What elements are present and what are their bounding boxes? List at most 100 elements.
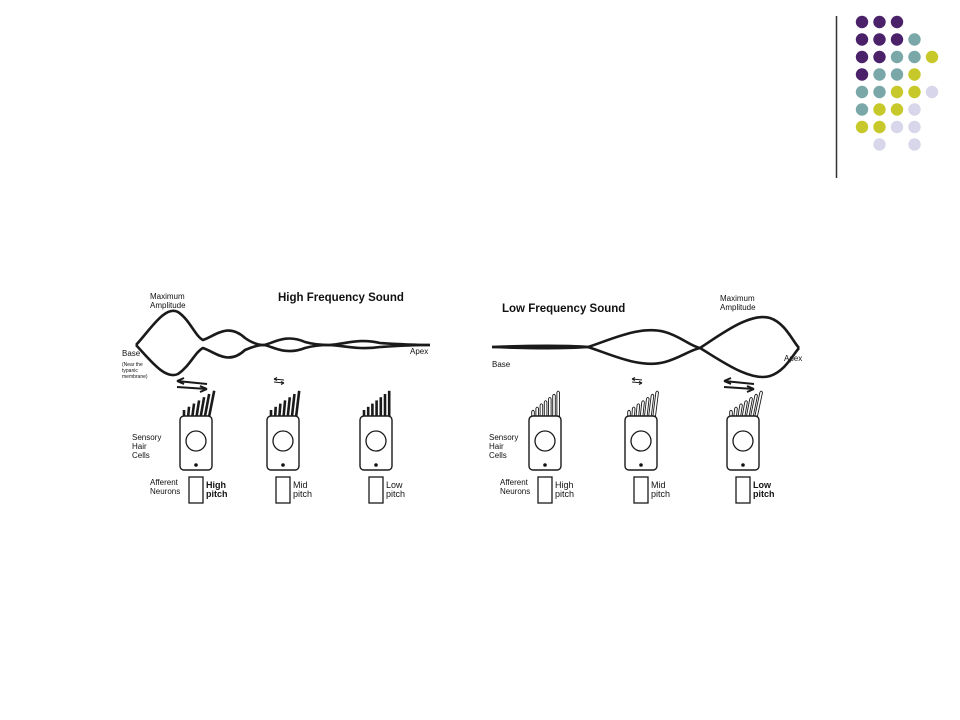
high-base-label: Base (122, 349, 141, 358)
high-sensory-label-1: Sensory (132, 433, 161, 442)
decor-dot (890, 103, 904, 116)
decor-dot (908, 85, 921, 99)
decor-dot (890, 85, 904, 99)
low-stereocilia (627, 390, 659, 417)
low-pitch-label-2: pitch (651, 489, 670, 499)
low-wave-envelope-lower (491, 345, 800, 379)
low-apex-label: Apex (784, 354, 802, 363)
high-afferent-label-1: Afferent (150, 478, 179, 487)
decor-dot (873, 85, 886, 99)
high-panel-title: High Frequency Sound (278, 292, 404, 304)
decor-dot (908, 103, 921, 116)
decor-dot (908, 68, 921, 81)
low-cell-nucleus (732, 430, 754, 452)
decor-dot (873, 138, 886, 151)
low-panel-title: Low Frequency Sound (502, 303, 625, 315)
decor-dot (908, 50, 921, 64)
decor-dot (855, 68, 869, 81)
high-pitch-label-2: pitch (386, 489, 405, 499)
decor-dot (855, 120, 869, 134)
low-afferent-label-2: Neurons (500, 487, 530, 496)
decor-dot (890, 33, 904, 46)
low-sensory-label-1: Sensory (489, 433, 518, 442)
decor-dot (873, 68, 886, 81)
high-pitch-label-1: Mid (293, 480, 308, 490)
low-base-label: Base (492, 360, 511, 369)
low-max-amplitude-label-2: Amplitude (720, 303, 756, 312)
high-stereocilia (182, 390, 216, 417)
low-sensory-label-3: Cells (489, 451, 507, 460)
high-max-amplitude-label-1: Maximum (150, 292, 185, 301)
low-synapse-dot (543, 463, 547, 467)
decorative-dot-grid (855, 15, 939, 151)
low-stereocilia (531, 390, 560, 417)
decor-dot (855, 50, 869, 64)
low-afferent-neuron (537, 476, 553, 504)
decor-dot (925, 50, 939, 64)
decor-dot (908, 120, 921, 134)
high-stereocilia (362, 390, 391, 416)
high-sensory-label-2: Hair (132, 442, 147, 451)
low-sensory-label-2: Hair (489, 442, 504, 451)
high-afferent-label-2: Neurons (150, 487, 180, 496)
high-cell-nucleus (272, 430, 294, 452)
high-base-note-2: typanic (122, 368, 138, 374)
low-stereocilia (729, 390, 763, 417)
high-cell-nucleus (185, 430, 207, 452)
high-max-amplitude-label-2: Amplitude (150, 301, 186, 310)
decor-dot (873, 33, 886, 46)
high-pitch-label-1: Low (386, 480, 403, 490)
decor-dot (855, 85, 869, 99)
high-wave-envelope-upper (135, 309, 431, 347)
low-pitch-label-2: pitch (753, 489, 775, 499)
low-pitch-label-1: Low (753, 480, 772, 490)
low-afferent-label-1: Afferent (500, 478, 529, 487)
low-pitch-label-1: Mid (651, 480, 666, 490)
high-stereocilia (269, 390, 301, 417)
low-synapse-dot (639, 463, 643, 467)
decor-dot (890, 15, 904, 29)
low-afferent-neuron (633, 476, 649, 504)
low-cell-nucleus (630, 430, 652, 452)
low-pitch-label-2: pitch (555, 489, 574, 499)
decor-dot (925, 85, 939, 99)
high-base-note-1: (Near the (122, 362, 143, 368)
low-frequency-panel: Low Frequency Sound Maximum Amplitude Ba… (489, 294, 802, 504)
high-motion-arrow (176, 377, 208, 393)
decor-dot (908, 138, 921, 151)
high-synapse-dot (374, 463, 378, 467)
high-base-note-3: membrane) (122, 374, 148, 380)
high-wave-envelope-lower (135, 343, 431, 377)
decor-dot (890, 68, 904, 81)
decor-dot (873, 103, 886, 116)
low-motion-arrow (723, 377, 755, 393)
decor-dot (873, 120, 886, 134)
high-frequency-panel: High Frequency Sound Maximum Amplitude B… (122, 292, 431, 504)
high-pitch-label-1: High (206, 480, 226, 490)
high-pitch-label-2: pitch (206, 489, 228, 499)
high-afferent-neuron (188, 476, 204, 504)
decor-dot (873, 50, 886, 64)
high-cell-nucleus (365, 430, 387, 452)
low-afferent-neuron (735, 476, 751, 504)
decor-dot (890, 50, 904, 64)
high-sensory-label-3: Cells (132, 451, 150, 460)
low-pitch-label-1: High (555, 480, 574, 490)
decor-dot (855, 33, 869, 46)
low-wave-envelope-upper (491, 315, 801, 350)
low-max-amplitude-label-1: Maximum (720, 294, 755, 303)
low-cell-nucleus (534, 430, 556, 452)
high-motion-arrow (273, 377, 285, 385)
high-pitch-label-2: pitch (293, 489, 312, 499)
high-afferent-neuron (368, 476, 384, 504)
high-synapse-dot (194, 463, 198, 467)
high-apex-label: Apex (410, 347, 428, 356)
